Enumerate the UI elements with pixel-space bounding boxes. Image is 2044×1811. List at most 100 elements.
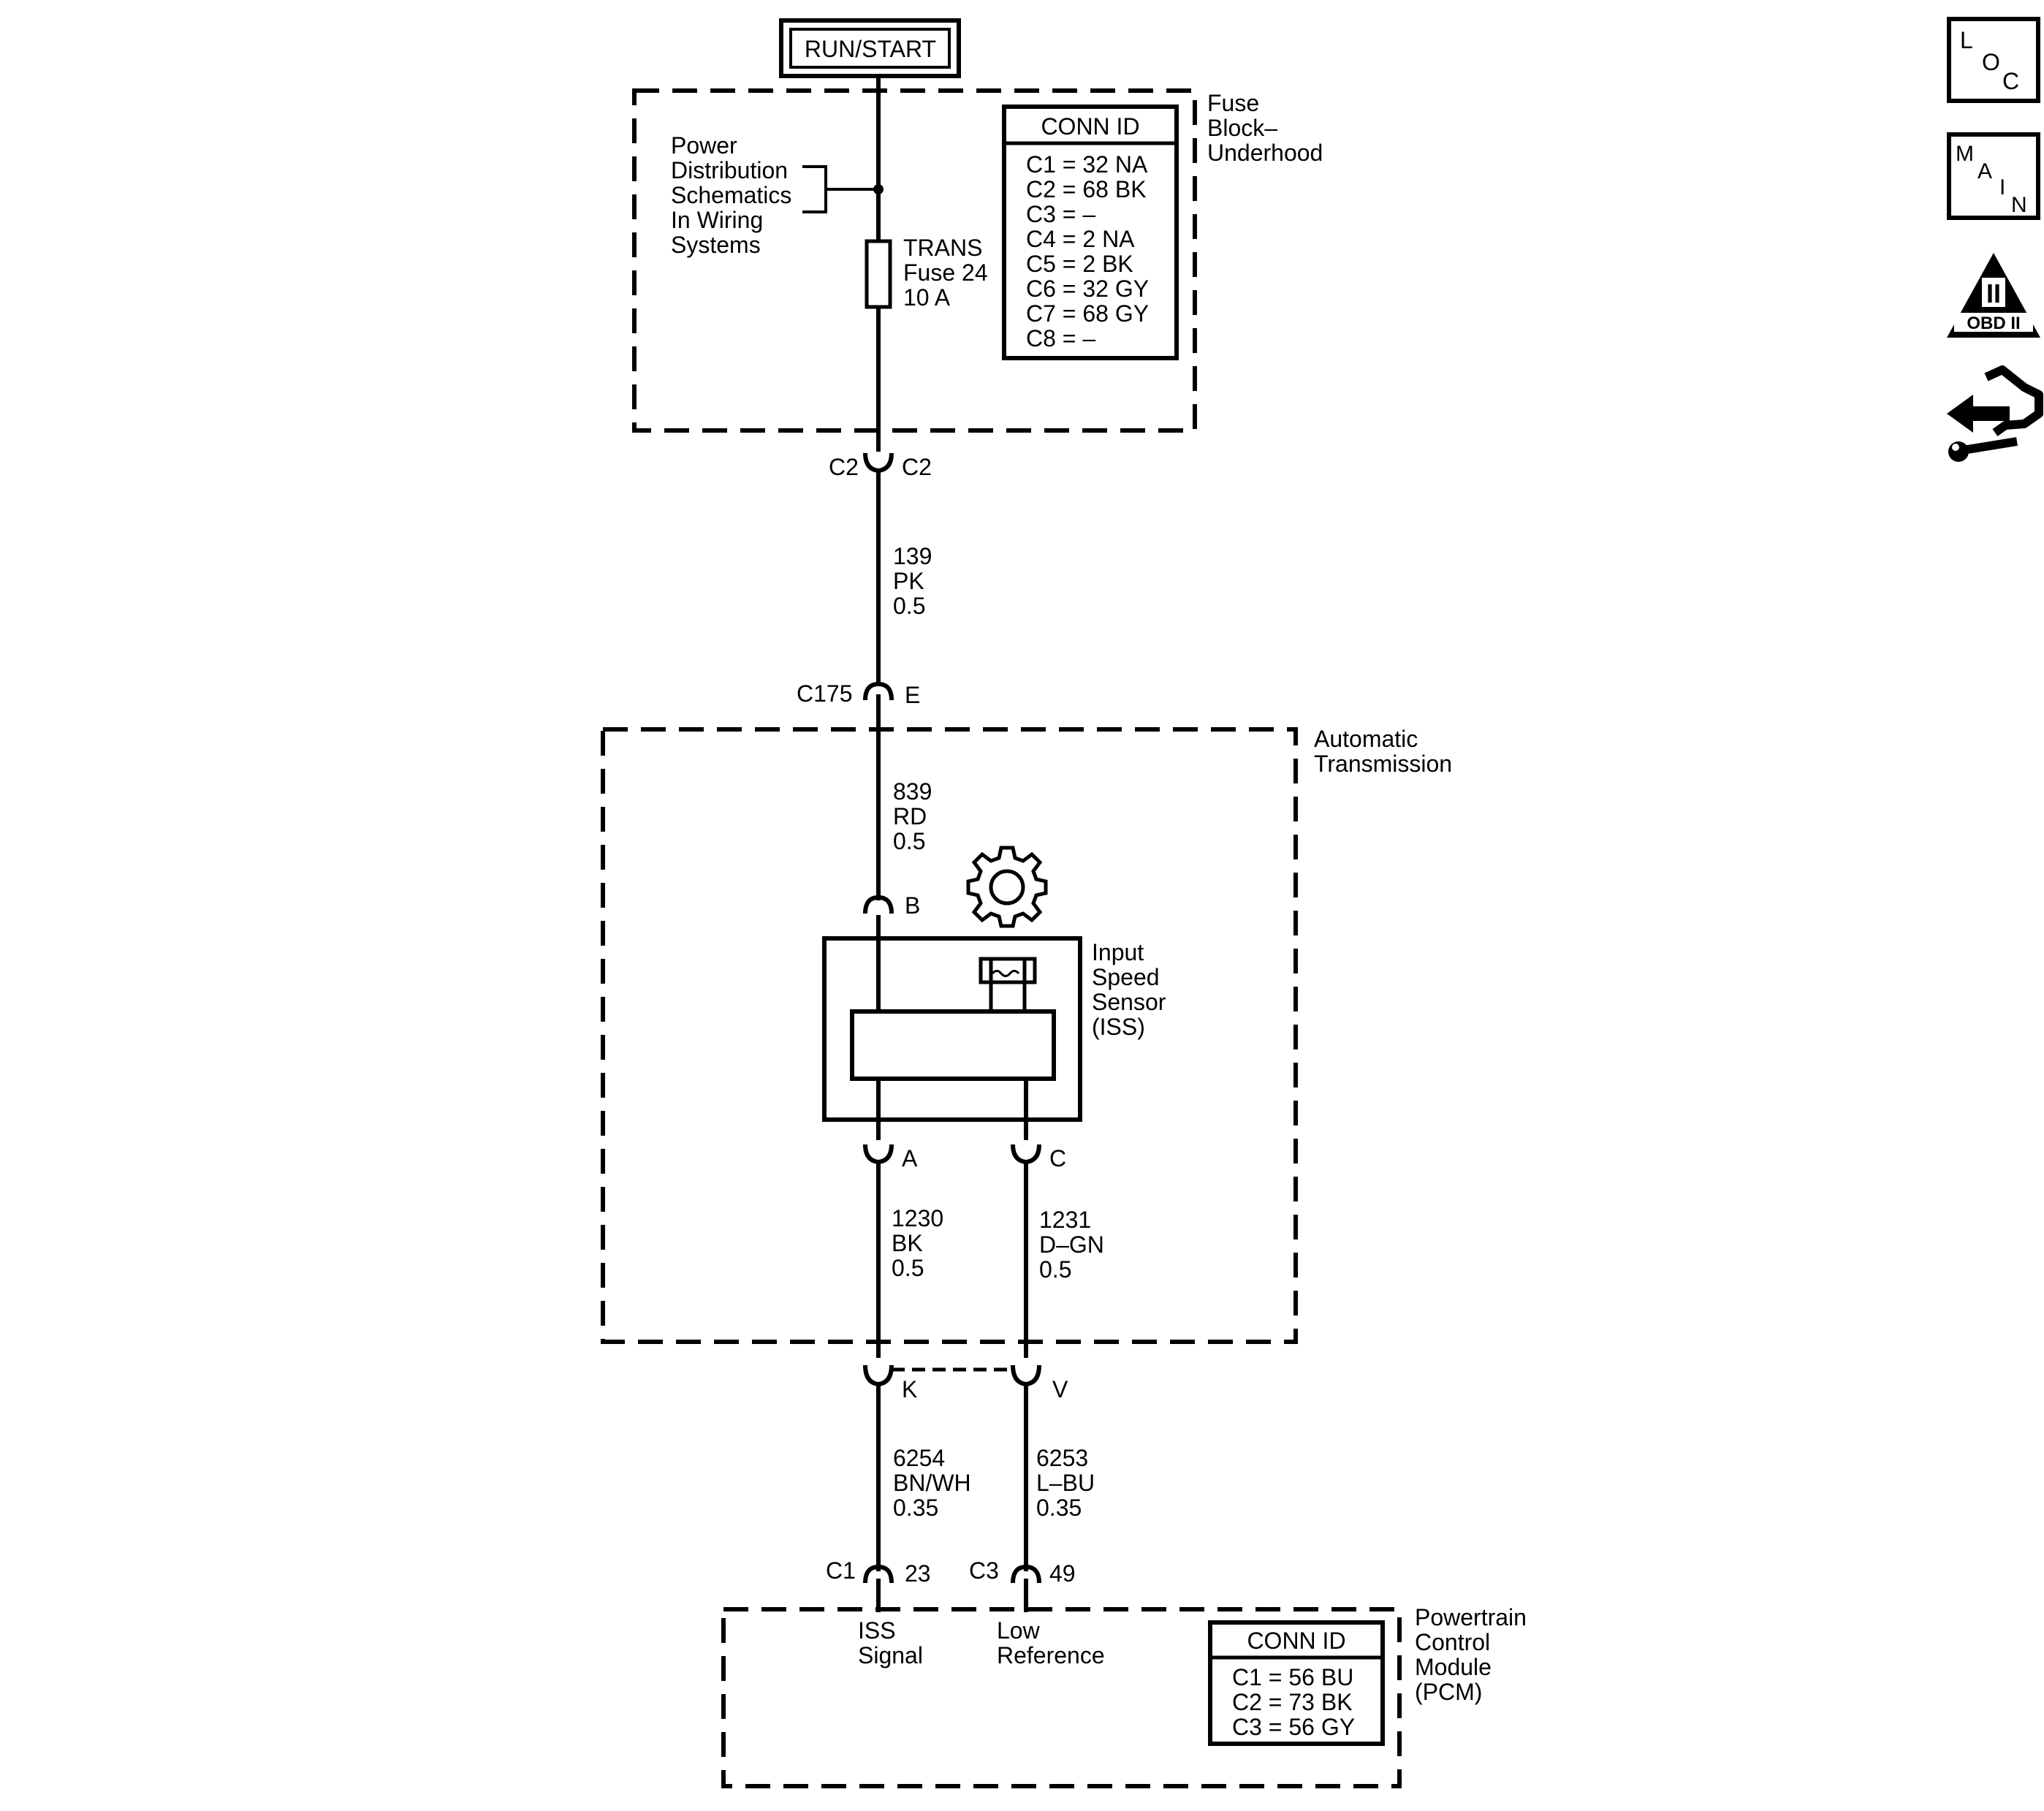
power-distribution-reference: Power Distribution Schematics In Wiring … — [671, 132, 791, 258]
svg-text:A: A — [1977, 159, 1992, 183]
fuse-block-boundary — [632, 88, 1197, 433]
connector-hand-icon[interactable] — [1947, 365, 2043, 462]
svg-text:0.5: 0.5 — [893, 828, 925, 854]
svg-text:1231: 1231 — [1039, 1207, 1091, 1233]
wire-6253-label: 6253 L–BU 0.35 — [1036, 1445, 1095, 1521]
svg-text:Fuse 24: Fuse 24 — [903, 259, 988, 286]
pcm-c1-label: C1 — [826, 1557, 856, 1584]
conn-id-title: CONN ID — [1247, 1628, 1345, 1654]
svg-text:Schematics: Schematics — [671, 182, 791, 208]
input-speed-sensor-name: Input Speed Sensor (ISS) — [1092, 939, 1166, 1040]
svg-text:Underhood: Underhood — [1207, 140, 1323, 166]
conn-id-row: C3 = 56 GY — [1232, 1714, 1355, 1740]
svg-text:0.35: 0.35 — [1036, 1495, 1082, 1521]
c2-right-label: C2 — [902, 454, 932, 480]
svg-text:Speed: Speed — [1092, 964, 1160, 990]
svg-text:839: 839 — [893, 778, 932, 805]
conn-id-title: CONN ID — [1041, 113, 1139, 140]
connector-pcm-c1: C1 23 — [826, 1557, 931, 1587]
svg-text:139: 139 — [893, 543, 932, 569]
conn-id-row: C1 = 56 BU — [1232, 1664, 1353, 1690]
svg-text:Block–: Block– — [1207, 115, 1277, 141]
svg-text:O: O — [1982, 49, 2000, 75]
pin-c-label: C — [1049, 1145, 1066, 1172]
svg-text:In Wiring: In Wiring — [671, 207, 763, 233]
svg-text:0.5: 0.5 — [893, 593, 925, 619]
svg-text:L–BU: L–BU — [1036, 1470, 1095, 1496]
power-source-label: RUN/START — [805, 36, 936, 62]
conn-id-row: C8 = – — [1026, 325, 1095, 352]
pcm-conn-id-table: CONN ID C1 = 56 BU C2 = 73 BK C3 = 56 GY — [1208, 1620, 1385, 1746]
svg-text:Control: Control — [1415, 1629, 1490, 1655]
fuse-24-symbol — [865, 239, 892, 309]
svg-text:Sensor: Sensor — [1092, 989, 1166, 1015]
svg-text:PK: PK — [893, 568, 924, 594]
svg-text:6254: 6254 — [893, 1445, 945, 1471]
svg-text:RD: RD — [893, 803, 927, 829]
svg-text:D–GN: D–GN — [1039, 1231, 1104, 1258]
conn-id-row: C7 = 68 GY — [1026, 300, 1149, 327]
pin-k-label: K — [902, 1376, 917, 1402]
pin-a-label: A — [902, 1145, 918, 1172]
connector-pin-a: A — [863, 1144, 918, 1172]
power-source-box: RUN/START — [779, 18, 961, 78]
pin-v-label: V — [1052, 1376, 1068, 1402]
svg-text:10 A: 10 A — [903, 284, 951, 311]
svg-text:Transmission: Transmission — [1314, 751, 1452, 777]
conn-id-row: C2 = 68 BK — [1026, 176, 1147, 202]
svg-text:BK: BK — [892, 1230, 923, 1256]
reference-bracket — [802, 165, 827, 213]
svg-text:BN/WH: BN/WH — [893, 1470, 971, 1496]
conn-id-row: C2 = 73 BK — [1232, 1689, 1353, 1715]
connector-pin-c: C — [1011, 1144, 1066, 1172]
conn-id-row: C1 = 32 NA — [1026, 151, 1148, 178]
low-reference-label: Low Reference — [997, 1617, 1105, 1668]
fuse-block-name: Fuse Block– Underhood — [1207, 90, 1323, 166]
svg-text:0.5: 0.5 — [892, 1255, 924, 1281]
svg-text:OBD II: OBD II — [1967, 314, 2020, 333]
wire-1231-label: 1231 D–GN 0.5 — [1039, 1207, 1104, 1283]
iss-signal-label: ISS Signal — [858, 1617, 923, 1668]
svg-text:Input: Input — [1092, 939, 1144, 965]
svg-text:N: N — [2011, 193, 2027, 217]
svg-text:0.5: 0.5 — [1039, 1256, 1071, 1283]
loc-icon[interactable]: L O C — [1947, 17, 2040, 103]
input-speed-sensor — [822, 915, 1082, 1140]
pin-b-label: B — [905, 892, 920, 919]
svg-text:Reference: Reference — [997, 1642, 1105, 1668]
svg-text:Systems: Systems — [671, 232, 761, 258]
automatic-transmission-name: Automatic Transmission — [1314, 726, 1452, 777]
wire-139-label: 139 PK 0.5 — [893, 543, 932, 619]
fuse-label: TRANS Fuse 24 10 A — [903, 235, 988, 311]
wire-839-label: 839 RD 0.5 — [893, 778, 932, 854]
pcm-c3-label: C3 — [969, 1557, 999, 1584]
svg-text:TRANS: TRANS — [903, 235, 982, 261]
pcm-pin-49-label: 49 — [1049, 1560, 1076, 1587]
c175-pin-label: E — [905, 682, 920, 708]
svg-text:Low: Low — [997, 1617, 1041, 1644]
wire-1230-label: 1230 BK 0.5 — [892, 1205, 943, 1281]
pcm-boundary — [721, 1607, 1402, 1788]
pcm-pin-23-label: 23 — [905, 1560, 931, 1587]
wire-6254-label: 6254 BN/WH 0.35 — [893, 1445, 971, 1521]
svg-text:Power: Power — [671, 132, 737, 159]
svg-text:(ISS): (ISS) — [1092, 1014, 1145, 1040]
svg-text:ISS: ISS — [858, 1617, 896, 1644]
svg-text:Module: Module — [1415, 1654, 1492, 1680]
svg-text:Distribution: Distribution — [671, 157, 788, 183]
svg-text:Automatic: Automatic — [1314, 726, 1418, 752]
connector-c175: C175 E — [797, 680, 920, 708]
svg-text:C: C — [2002, 68, 2019, 94]
connector-pcm-c3: C3 49 — [969, 1557, 1076, 1587]
connector-pin-b: B — [863, 892, 920, 919]
main-icon[interactable]: M A I N — [1947, 132, 2040, 220]
svg-text:0.35: 0.35 — [893, 1495, 938, 1521]
fuse-block-conn-id-table: CONN ID C1 = 32 NA C2 = 68 BK C3 = – C4 … — [1002, 105, 1179, 360]
svg-text:6253: 6253 — [1036, 1445, 1088, 1471]
gear-icon — [966, 846, 1048, 928]
svg-text:L: L — [1960, 27, 1973, 53]
c175-label: C175 — [797, 680, 853, 707]
obd-ii-icon[interactable]: OBD II II — [1947, 253, 2040, 338]
conn-id-row: C5 = 2 BK — [1026, 251, 1133, 277]
